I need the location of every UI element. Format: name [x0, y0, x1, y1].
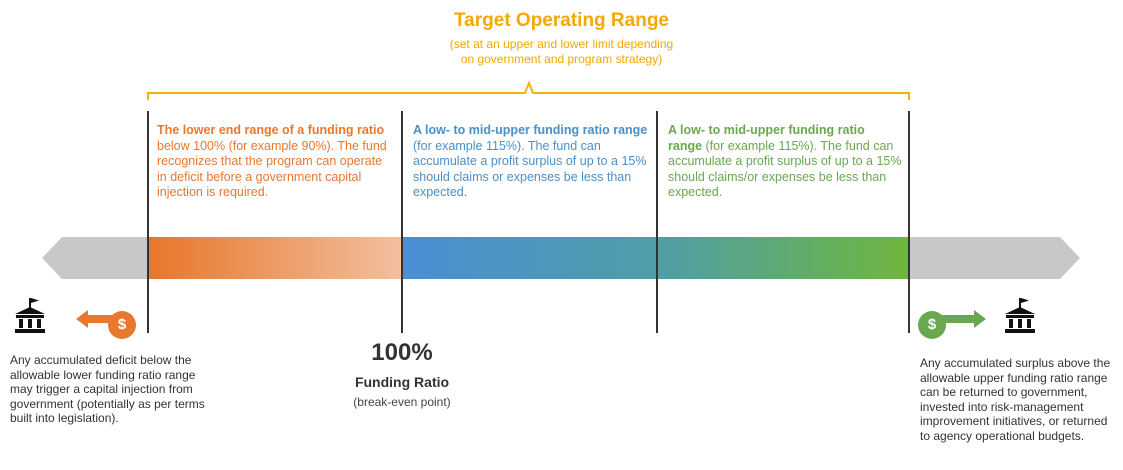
- break-even-label: (break-even point): [353, 395, 451, 409]
- divider-upper-limit: [908, 111, 910, 333]
- left-gray-arrow: [42, 237, 148, 279]
- government-building-icon: [1005, 298, 1035, 333]
- diagram-subtitle: (set at an upper and lower limit dependi…: [0, 37, 1123, 67]
- segment-upper-text: A low- to mid-upper funding ratio range …: [668, 123, 902, 201]
- break-even-percent: 100%: [371, 339, 433, 366]
- segment-upper-body: (for example 115%). The fund can accumul…: [668, 138, 902, 200]
- dollar-coin-icon: $: [108, 311, 136, 339]
- deficit-note: Any accumulated deficit below the allowa…: [10, 353, 205, 425]
- funding-ratio-label: Funding Ratio: [354, 374, 450, 390]
- segment-lower-body: below 100% (for example 90%). The fund r…: [157, 138, 387, 200]
- subtitle-line-2: on government and program strategy): [460, 52, 663, 66]
- upper-range-segment: [402, 237, 909, 279]
- segment-middle-text: A low- to mid-upper funding ratio range …: [413, 123, 649, 201]
- segment-middle-heading: A low- to mid-upper funding ratio range: [413, 123, 648, 137]
- segment-middle-body: (for example 115%). The fund can accumul…: [413, 138, 647, 200]
- segment-lower-heading: The lower end range of a funding ratio: [157, 123, 385, 137]
- divider-100-percent: [401, 111, 403, 333]
- subtitle-line-1: (set at an upper and lower limit dependi…: [449, 37, 674, 51]
- divider-lower-limit: [147, 111, 149, 333]
- surplus-note: Any accumulated surplus above the allowa…: [920, 356, 1111, 443]
- segment-lower-text: The lower end range of a funding ratio b…: [157, 123, 389, 201]
- funding-ratio-bar: [42, 237, 1080, 279]
- dollar-coin-icon: $: [918, 311, 946, 339]
- government-building-icon: [15, 298, 45, 333]
- lower-range-segment: [148, 237, 402, 279]
- range-bracket: [147, 80, 910, 100]
- arrow-right-icon: [942, 310, 986, 328]
- segment-upper-heading: A low- to mid-upper funding ratio range: [668, 123, 865, 153]
- divider-mid: [656, 111, 658, 333]
- arrow-left-icon: [76, 310, 120, 328]
- right-gray-arrow: [909, 237, 1080, 279]
- diagram-title: Target Operating Range: [453, 10, 669, 31]
